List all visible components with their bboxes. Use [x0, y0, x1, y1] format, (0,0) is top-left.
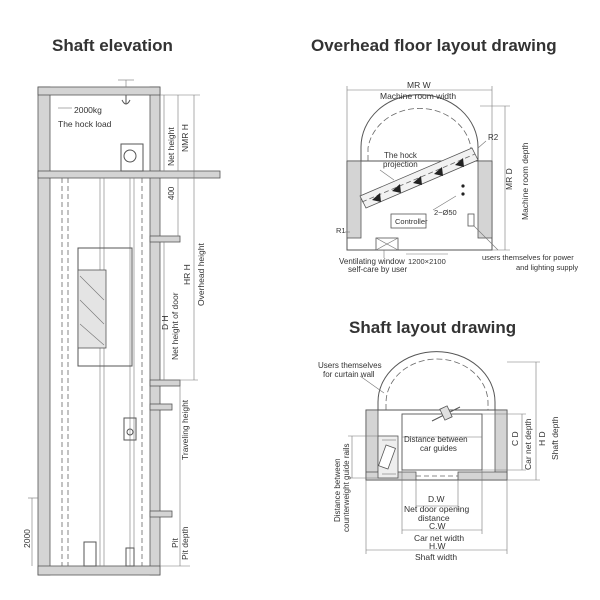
pit-label: Pit: [170, 537, 180, 548]
ventilating-window-label-2: self-care by user: [348, 265, 407, 274]
landing-slab: [149, 403, 173, 411]
controller-box: [390, 213, 427, 229]
controller-label: Controller: [395, 217, 428, 226]
car-net-width-label: Car net width: [414, 533, 464, 543]
shaft-elevation-drawing: 2000kg The hock load Net height NMR H 40…: [22, 79, 221, 576]
hook-load-value: 2000kg: [74, 105, 102, 115]
dim-400-label: 400: [167, 186, 176, 200]
room-wall-right: [477, 160, 493, 239]
buffer: [125, 547, 135, 567]
power-supply-label-1: users themselves for power: [482, 253, 574, 262]
c-d-label: C D: [510, 431, 520, 446]
landing-slab: [149, 235, 181, 243]
net-height-label: Net height: [166, 127, 176, 166]
r2-label: R2: [488, 133, 499, 142]
holes-label: 2−Ø50: [434, 208, 457, 217]
arch-inner: [367, 108, 472, 161]
window-size-label: 1200×2100: [408, 257, 446, 266]
traction-machine: [120, 143, 144, 172]
car-guide-rail: [439, 405, 453, 421]
distance-car-guides-label-1: Distance between: [404, 435, 468, 444]
h-w-label: H.W: [429, 541, 446, 551]
c-w-label: C.W: [429, 521, 446, 531]
power-supply-marker: [467, 213, 475, 227]
hook-projection-label-2: projection: [383, 160, 418, 169]
shaft-arch-inner: [385, 358, 489, 410]
hook-load-label: The hock load: [58, 119, 112, 129]
ventilating-window-label-1: Ventilating window: [339, 257, 405, 266]
mr-w-label: MR W: [407, 80, 431, 90]
d-w-label: D.W: [428, 494, 445, 504]
d-h-label: D H: [160, 315, 170, 330]
elevation-title: Shaft elevation: [52, 36, 173, 55]
net-height-of-door-label: Net height of door: [170, 292, 180, 360]
curtain-wall-label-2: for curtain wall: [323, 370, 375, 379]
buffer: [83, 541, 97, 567]
dim-2000-label: 2000: [22, 529, 32, 548]
overhead-floor-layout-drawing: Controller MR W Machine room width R2 MR…: [336, 80, 578, 274]
distance-car-guides-label-2: car guides: [420, 444, 457, 453]
curtain-wall-label-1: Users themselves: [318, 361, 382, 370]
nmr-h-label: NMR H: [180, 124, 190, 152]
distance-label: distance: [418, 513, 450, 523]
shaft-depth-label: Shaft depth: [550, 416, 560, 460]
machine-room-width-label: Machine room width: [380, 91, 456, 101]
shaft-width-label: Shaft width: [415, 552, 457, 562]
counterweight-rails-label-1: Distance between: [333, 458, 342, 522]
shaft-arch-outer: [377, 351, 496, 410]
machine-room-depth-label: Machine room depth: [520, 142, 530, 220]
left-shaft-wall: [37, 86, 51, 576]
machine-room-ceiling: [37, 86, 161, 96]
shaft-wall-left: [365, 409, 379, 481]
shaft-layout-drawing: Users themselves for curtain wall Distan…: [318, 351, 560, 562]
hr-h-label: HR H: [182, 264, 192, 285]
overhead-height-label: Overhead height: [196, 243, 206, 306]
hook-projection-label-1: The hock: [384, 151, 418, 160]
h-d-label: H D: [537, 431, 547, 446]
shaft-wall-front-right: [457, 471, 508, 481]
shaft-layout-title: Shaft layout drawing: [349, 318, 517, 337]
mr-d-label: MR D: [504, 168, 514, 190]
counterweight: [123, 417, 137, 441]
counterweight-rails-label-2: counterweight guide rails: [342, 444, 351, 533]
right-shaft-wall: [149, 86, 161, 576]
landing-slab: [149, 379, 181, 387]
landing-slab: [149, 510, 173, 518]
pit-floor: [37, 565, 161, 576]
overhead-title: Overhead floor layout drawing: [311, 36, 557, 55]
power-supply-label-2: and lighting supply: [516, 263, 578, 272]
machine-room-floor: [37, 170, 221, 179]
car-net-depth-label: Car net depth: [523, 418, 533, 470]
hook-icon: [121, 99, 131, 105]
traveling-height-label: Traveling height: [180, 399, 190, 460]
arch-outer: [360, 94, 479, 161]
r1-label: R1: [336, 226, 346, 235]
car-door: [77, 269, 107, 349]
net-door-opening-label: Net door opening: [404, 504, 469, 514]
counterweight: [378, 444, 396, 470]
shaft-wall-right: [494, 409, 508, 481]
room-wall-left: [346, 160, 362, 239]
pit-depth-label: Pit depth: [180, 526, 190, 560]
